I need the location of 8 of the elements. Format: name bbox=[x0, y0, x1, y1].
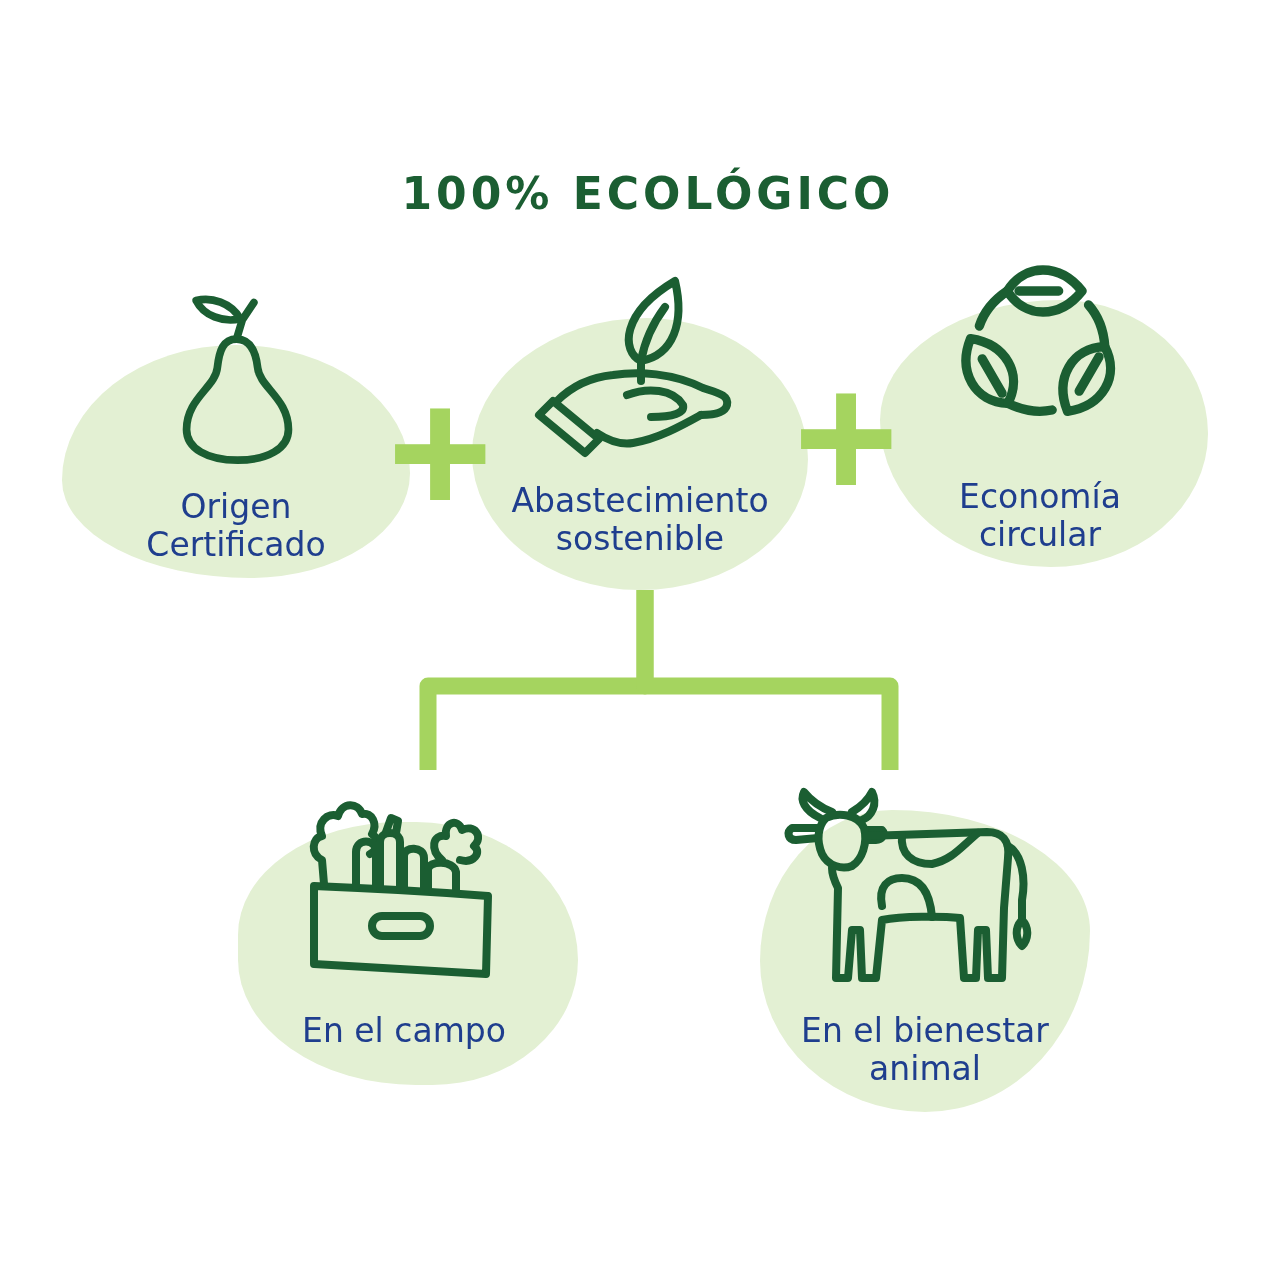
plus-sign: + bbox=[793, 386, 899, 488]
node-label: Economía circular bbox=[958, 478, 1122, 554]
node-label: Abastecimiento sostenible bbox=[510, 482, 770, 558]
connector-line bbox=[636, 590, 899, 770]
plus-sign: + bbox=[387, 401, 493, 503]
node-label: En el bienestar animal bbox=[800, 1012, 1050, 1088]
node-label: Origen Certificado bbox=[145, 488, 327, 564]
node-label: En el campo bbox=[302, 1012, 506, 1050]
